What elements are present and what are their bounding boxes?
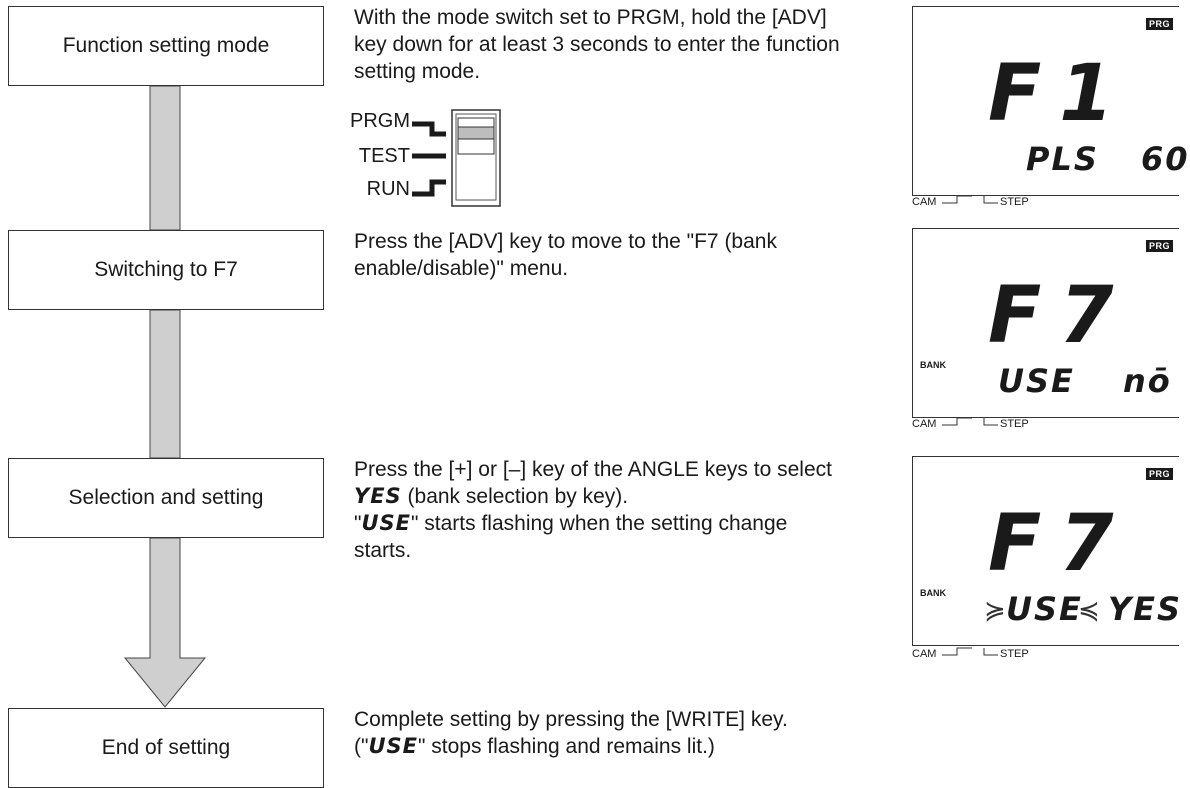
step-label-small: STEP [1000, 196, 1029, 208]
description-step-3: Press the [+] or [–] key of the ANGLE ke… [354, 456, 844, 564]
prg-indicator: PRG [1145, 18, 1173, 30]
lcd-right-text: 60 [1141, 140, 1190, 178]
mode-switch-icon [412, 109, 501, 207]
desc-text: " [354, 512, 362, 535]
switch-label-prgm: PRGM [350, 110, 410, 132]
description-step-1: With the mode switch set to PRGM, hold t… [354, 6, 840, 83]
lcd-left-text: USE [1006, 590, 1083, 628]
prg-indicator: PRG [1145, 468, 1173, 480]
segment-use-text: USE [361, 511, 411, 535]
description-step-4: Complete setting by pressing the [WRITE]… [354, 706, 844, 760]
switch-label-run: RUN [366, 178, 410, 200]
desc-text: Complete setting by pressing the [WRITE]… [354, 708, 788, 731]
lcd-main-digits: F7 [988, 499, 1132, 589]
cam-step-bracket-icon [942, 195, 998, 204]
desc-text: " stops flashing and remains lit.) [417, 735, 715, 758]
lcd-right-text: nō [1123, 362, 1172, 400]
segment-yes-text: YES [354, 484, 402, 508]
lcd-main-digits: F7 [988, 271, 1132, 361]
lcd-right-text: YES [1108, 590, 1183, 628]
step-label-small: STEP [1000, 418, 1029, 430]
down-arrow [123, 537, 207, 708]
flow-connector-graphic [123, 85, 207, 708]
cam-label: CAM [912, 418, 937, 430]
connector-bar-1 [149, 85, 181, 231]
connector-bar-2 [149, 309, 181, 459]
lcd-display-2: PRG BANK F7 USE nō [912, 228, 1179, 418]
flash-mark-left-icon: ≽ [984, 595, 1006, 625]
lcd-main-digits: F1 [988, 49, 1132, 139]
prg-indicator: PRG [1145, 240, 1173, 252]
lcd-display-3: PRG BANK F7 ≽ USE ≼ YES [912, 456, 1183, 646]
cam-label: CAM [912, 196, 937, 208]
step-label: Switching to F7 [94, 258, 238, 281]
cam-step-bracket-icon [942, 417, 998, 426]
description-step-2: Press the [ADV] key to move to the "F7 (… [354, 230, 777, 280]
cam-label: CAM [912, 648, 937, 660]
desc-text: " starts flashing when the setting chang… [354, 512, 788, 562]
step-box-function-setting-mode: Function setting mode [8, 6, 324, 86]
cam-step-bracket-icon [942, 647, 998, 656]
step-box-end-of-setting: End of setting [8, 708, 324, 788]
flash-mark-right-icon: ≼ [1078, 595, 1100, 625]
bank-indicator: BANK [920, 588, 946, 598]
lcd-left-text: PLS [1026, 140, 1099, 178]
lcd-display-1: PRG F1 PLS 60 [912, 6, 1188, 196]
step-box-switching-to-f7: Switching to F7 [8, 230, 324, 310]
desc-text: (bank selection by key). [401, 485, 629, 508]
segment-use-text: USE [368, 734, 418, 758]
step-label: Function setting mode [62, 34, 270, 57]
step-label-small: STEP [1000, 648, 1029, 660]
step-box-selection-and-setting: Selection and setting [8, 458, 324, 538]
step-label: Selection and setting [68, 486, 264, 509]
switch-label-test: TEST [358, 145, 410, 167]
desc-text: (" [354, 735, 369, 758]
lcd-left-text: USE [998, 362, 1075, 400]
desc-text: Press the [+] or [–] key of the ANGLE ke… [354, 458, 832, 481]
bank-indicator: BANK [920, 360, 946, 370]
step-label: End of setting [101, 736, 231, 759]
